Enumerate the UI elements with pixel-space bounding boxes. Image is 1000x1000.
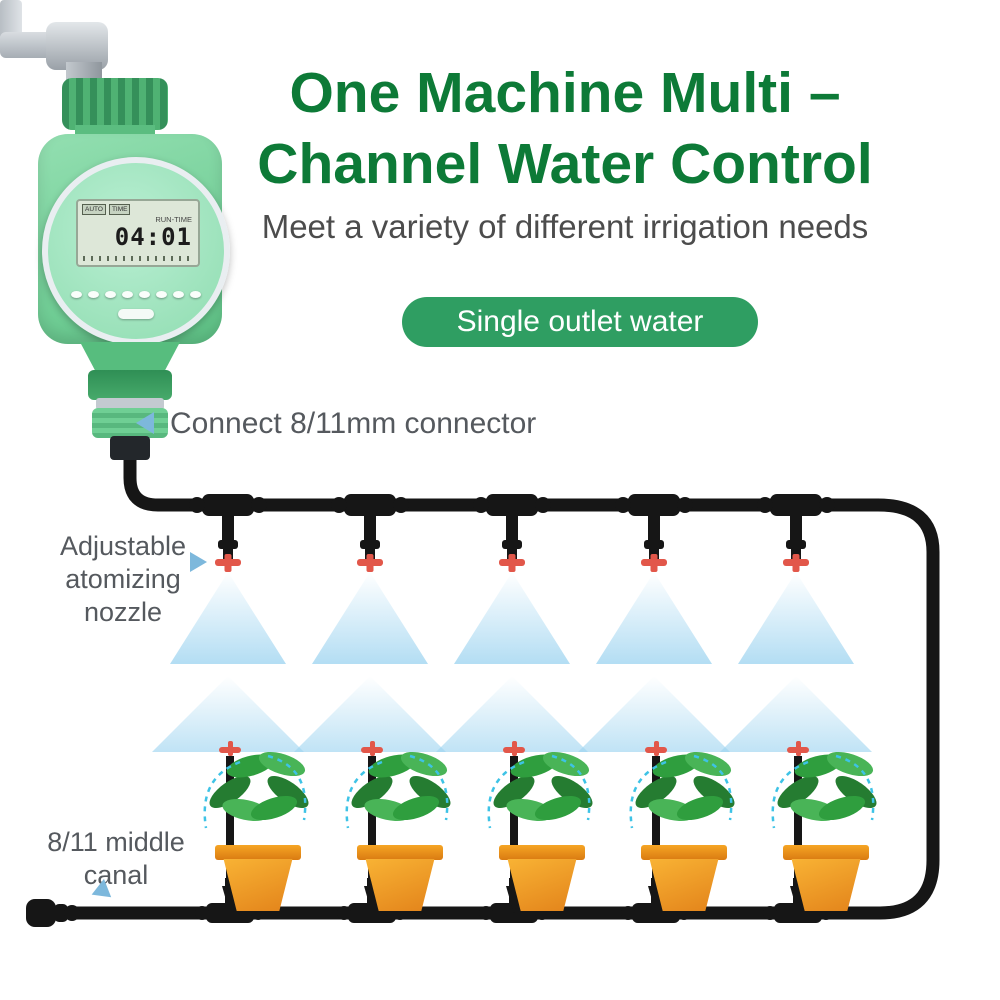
timer-collar [96,398,164,410]
plant-pot-rim [215,845,301,860]
lcd-tick-marks [83,256,193,261]
tee-connector [615,494,693,572]
timer-hose-nut [88,370,172,400]
headline-block: One Machine Multi – Channel Water Contro… [215,58,915,246]
page-title-line1: One Machine Multi – [289,61,841,125]
tube-end-cap [26,899,80,927]
arrow-left-icon [136,412,154,434]
plant-pot-rim [499,845,585,860]
connector-label: Connect 8/11mm connector [170,407,537,440]
timer-button[interactable] [190,291,201,298]
plant-pot-rim [641,845,727,860]
timer-button[interactable] [88,291,99,298]
tee-connector [331,494,409,572]
nozzle-label-line1: Adjustable [59,531,187,561]
timer-button[interactable] [156,291,167,298]
timer-buttons [62,291,210,298]
plant-pot [365,859,435,911]
page-title-line2: Channel Water Control [257,132,873,196]
plant-pot [649,859,719,911]
dripper-icon [796,741,801,756]
timer-button[interactable] [173,291,184,298]
plant-leaves [488,747,598,832]
timer-lcd: AUTO TIME RUN-TIME 04:01 [76,199,200,267]
timer-face: AUTO TIME RUN-TIME 04:01 [42,157,230,345]
timer-button[interactable] [122,291,133,298]
nozzle-label-line3: nozzle [83,597,163,627]
plant-leaves [630,747,740,832]
mist-spray [738,572,854,664]
tee-connector [473,494,551,572]
dripper-icon [228,741,233,756]
tube-adapter [110,436,150,460]
plant-leaves [346,747,456,832]
nozzle-label-line2: atomizing [65,564,181,594]
nozzle-label: Adjustable atomizing nozzle [48,530,198,629]
arrow-right-icon [190,552,207,572]
timer-threaded-cap [62,78,168,130]
plant-pot-rim [783,845,869,860]
dripper-icon [512,741,517,756]
dripper-icon [654,741,659,756]
time-value: 04:01 [114,223,192,251]
page-subtitle: Meet a variety of different irrigation n… [261,208,869,245]
dripper-icon [370,741,375,756]
canal-label-line2: canal [83,860,149,890]
tee-connector [757,494,835,572]
mode-auto-badge: AUTO [82,204,106,215]
canal-label: 8/11 middle canal [36,826,196,892]
canal-label-line1: 8/11 middle [47,827,185,857]
mist-spray [454,572,570,664]
quick-connector [92,408,168,438]
timer-button[interactable] [105,291,116,298]
mist-spray [312,572,428,664]
timer-pill-button[interactable] [118,309,154,319]
single-outlet-badge: Single outlet water [402,297,758,347]
mist-spray [596,572,712,664]
plant-pot [223,859,293,911]
plant-pot [507,859,577,911]
plant-pot-rim [357,845,443,860]
water-timer: AUTO TIME RUN-TIME 04:01 [30,70,230,470]
plant-pot [791,859,861,911]
timer-button[interactable] [71,291,82,298]
faucet-handle [0,0,22,40]
timer-button[interactable] [139,291,150,298]
mode-time-badge: TIME [108,204,131,215]
lcd-mode-row: AUTO TIME [82,204,131,215]
runtime-label: RUN-TIME [155,215,192,224]
plant-leaves [204,747,314,832]
plant-leaves [772,747,882,832]
